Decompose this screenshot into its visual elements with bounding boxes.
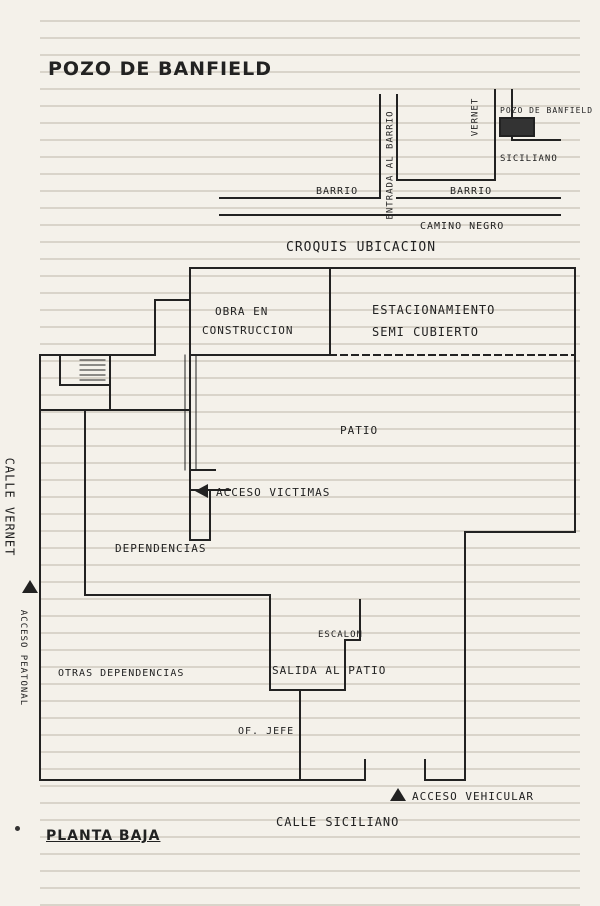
acceso-vehicular-arrow: [390, 788, 406, 801]
acceso-vehicular-label: ACCESO VEHICULAR: [412, 790, 534, 803]
calle-siciliano-label: CALLE SICILIANO: [276, 815, 400, 829]
of-jefe-label: OF. JEFE: [238, 726, 295, 737]
patio-label: PATIO: [340, 424, 379, 437]
otras-dependencias-label: OTRAS DEPENDENCIAS: [58, 668, 185, 679]
page-title: POZO DE BANFIELD: [48, 58, 272, 80]
croquis-barrio-left: BARRIO: [316, 186, 359, 197]
location-sketch: [219, 89, 561, 216]
croquis-entrada-label: ENTRADA AL BARRIO: [385, 110, 396, 220]
salida-patio-label: SALIDA AL PATIO: [272, 664, 387, 677]
acceso-peatonal-arrow: [22, 580, 38, 593]
planta-baja-caption: PLANTA BAJA: [46, 828, 161, 844]
pozo-location-marker: [499, 117, 535, 137]
acceso-victimas-label: ACCESO VICTIMAS: [216, 486, 331, 499]
obra-label-2: CONSTRUCCION: [202, 324, 294, 337]
obra-label-1: OBRA EN: [215, 305, 269, 318]
escalon-label: ESCALON: [318, 630, 363, 640]
acceso-victimas-arrow: [195, 484, 208, 498]
croquis-camino-negro: CAMINO NEGRO: [420, 221, 505, 232]
croquis-siciliano-label: SICILIANO: [500, 154, 558, 164]
calle-vernet-label: CALLE VERNET: [2, 457, 17, 557]
croquis-vernet-label: VERNET: [470, 97, 481, 137]
margin-dot: [15, 826, 20, 831]
semi-cubierto-label: SEMI CUBIERTO: [372, 325, 479, 339]
croquis-caption: CROQUIS UBICACION: [286, 240, 437, 255]
dependencias-label: DEPENDENCIAS: [115, 542, 207, 555]
croquis-pozo-label: POZO DE BANFIELD: [500, 106, 594, 115]
croquis-barrio-right: BARRIO: [450, 186, 493, 197]
acceso-peatonal-label: ACCESO PEATONAL: [18, 609, 29, 707]
building-walls: [39, 267, 576, 781]
estacionamiento-label: ESTACIONAMIENTO: [372, 303, 496, 317]
